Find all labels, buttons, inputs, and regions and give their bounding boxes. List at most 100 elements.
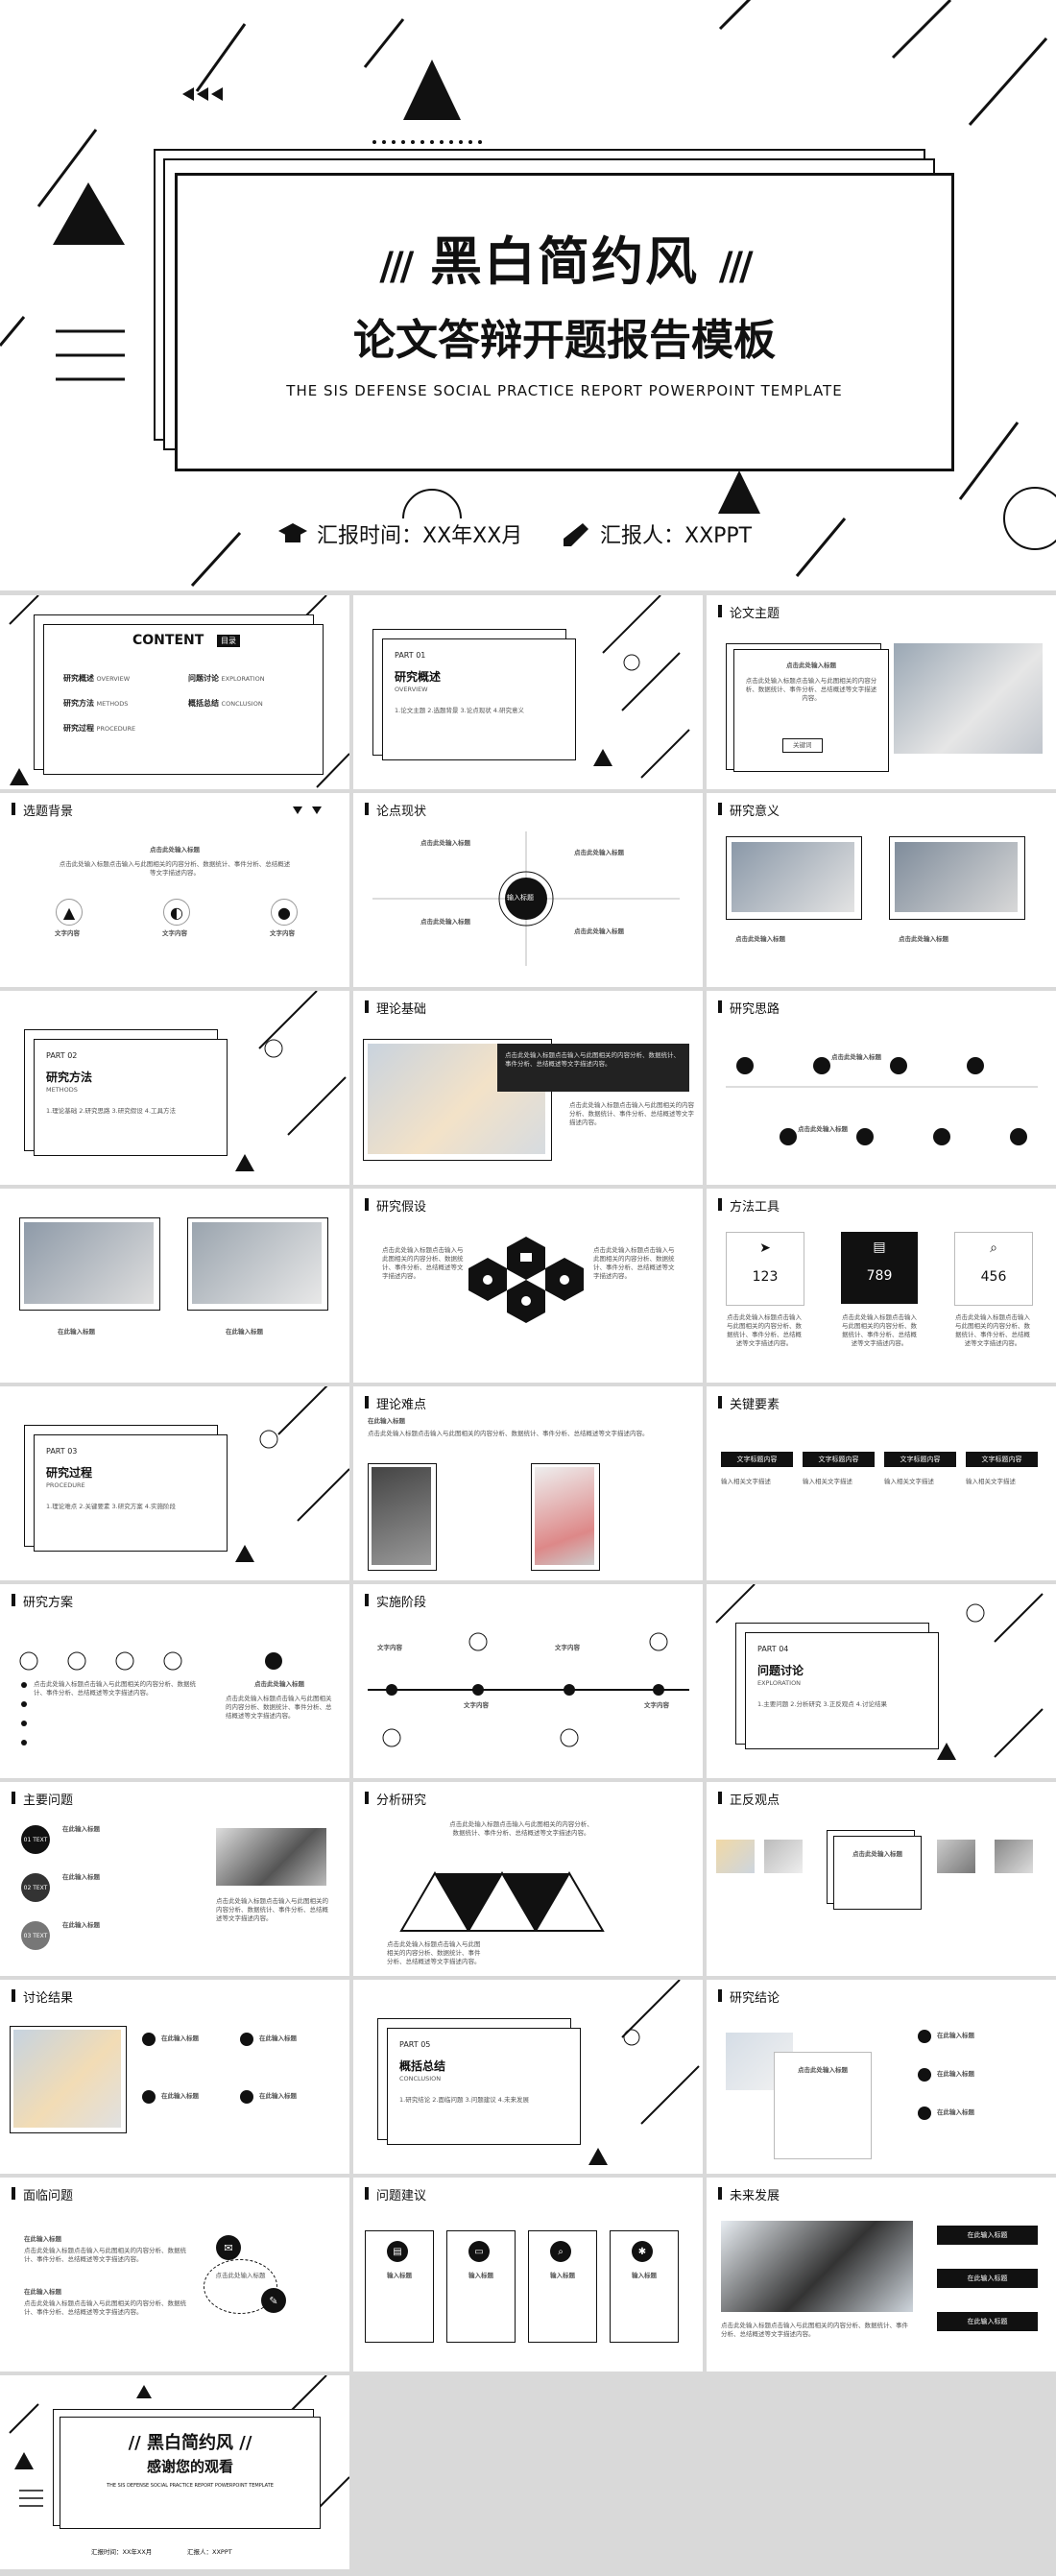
view-title: 点击此处输入标题: [574, 849, 624, 856]
bullet-icon: [240, 2090, 253, 2104]
end-time-label: 汇报时间：XX年XX月: [91, 2548, 153, 2556]
slide-pros-cons: 正反观点 点击此处输入标题: [707, 1782, 1056, 1976]
laptop-photo: [894, 643, 1043, 754]
element-item: 输入相关文字描述: [884, 1478, 934, 1485]
photo-frame: [368, 1463, 437, 1571]
part-english: CONCLUSION: [399, 2075, 442, 2082]
part05-decoration: [588, 1980, 700, 2165]
stage-label: 文字内容: [464, 1701, 489, 1709]
part-number: PART 04: [757, 1645, 789, 1653]
user-icon: ●: [271, 899, 298, 926]
part03-frame: PART 03 研究过程 PROCEDURE 1.理论难点 2.关键要素 3.研…: [34, 1434, 228, 1552]
suggestion-card[interactable]: ▭ 输入标题: [446, 2230, 516, 2343]
contents-item-4[interactable]: 概括总结 CONCLUSION: [188, 699, 263, 708]
contents-item-2[interactable]: 问题讨论 EXPLORATION: [188, 674, 265, 683]
tool-text: 点击此处输入标题点击输入与此图相关的内容分析、数据统计、事件分析、总结概述等文字…: [727, 1313, 802, 1347]
conclusion-title: 点击此处输入标题: [798, 2066, 848, 2074]
photo-frame: [531, 1463, 600, 1571]
element-header: 文字标题内容: [721, 1452, 793, 1467]
tool-card[interactable]: ⌕ 456: [954, 1232, 1033, 1306]
problem-badge: 03 TEXT: [21, 1921, 50, 1950]
end-english: THE SIS DEFENSE SOCIAL PRACTICE REPORT P…: [107, 2483, 274, 2489]
team-photo: [13, 2030, 121, 2128]
contents-item-1[interactable]: 研究概述 OVERVIEW: [63, 674, 131, 683]
pen-icon: [564, 523, 588, 546]
tool-value: 789: [866, 1268, 893, 1284]
topic-text: 点击此处输入标题点击输入与此图相关的内容分析、数据统计、事件分析、总结概述等文字…: [745, 677, 877, 702]
future-step: 在此输入标题: [937, 2226, 1038, 2245]
contents-title: CONTENT: [132, 633, 204, 648]
stage-label: 文字内容: [377, 1644, 402, 1651]
tool-card-active[interactable]: ▤ 789: [841, 1232, 918, 1304]
step-title: 点击此处输入标题: [831, 1053, 881, 1061]
suggestion-card[interactable]: ✱ 输入标题: [610, 2230, 679, 2343]
contents-item-3[interactable]: 研究方法 METHODS: [63, 699, 129, 708]
cover-time: 汇报时间：XX年XX月: [278, 518, 522, 549]
slide-current-views: 论点现状 输入标题 点击此处输入标题 点击此处输入标题 点击此处输入标题 点击此…: [353, 793, 703, 987]
slide-photo-pair: 在此输入标题 在此输入标题: [0, 1189, 349, 1383]
slide-heading: 论点现状: [364, 801, 426, 819]
photo-frame: [19, 1217, 160, 1311]
search-icon: ⌕: [990, 1240, 997, 1256]
bg-title: 点击此处输入标题: [150, 846, 200, 854]
result-title: 在此输入标题: [161, 2092, 199, 2100]
problem-badge: 02 TEXT: [21, 1873, 50, 1902]
future-step: 在此输入标题: [937, 2312, 1038, 2331]
future-step: 在此输入标题: [937, 2269, 1038, 2288]
bg-text: 点击此处输入标题点击输入与此图相关的内容分析、数据统计、事件分析、总结概述等文字…: [59, 860, 291, 877]
triangle-diagram: [399, 1871, 605, 1932]
slide-suggestions: 问题建议 ▤ 输入标题 ▭ 输入标题 ⌕ 输入标题 ✱ 输入标题: [353, 2178, 703, 2371]
header-triangles-icon: [293, 807, 322, 814]
slide-part-04: PART 04 问题讨论 EXPLORATION 1.主要问题 2.分析研究 3…: [707, 1584, 1056, 1778]
slide-heading: 研究假设: [364, 1196, 426, 1215]
cover-time-label: 汇报时间：XX年XX月: [317, 524, 523, 548]
slide-heading: 研究思路: [717, 999, 780, 1017]
end-thanks: 感谢您的观看: [146, 2458, 233, 2475]
views-diagram: [372, 831, 680, 966]
bullet-icon: [142, 2090, 156, 2104]
conclusion-item: 在此输入标题: [937, 2108, 974, 2116]
view-title: 点击此处输入标题: [420, 918, 470, 926]
tool-card[interactable]: ➤ 123: [726, 1232, 804, 1306]
suggestion-card[interactable]: ▤ 输入标题: [365, 2230, 434, 2343]
contents-badge: 目录: [217, 635, 240, 647]
tool-text: 点击此处输入标题点击输入与此图相关的内容分析、数据统计、事件分析、总结概述等文字…: [955, 1313, 1030, 1347]
part02-frame: PART 02 研究方法 METHODS 1.理论基础 2.研究思路 3.研究假…: [34, 1039, 228, 1156]
part-english: PROCEDURE: [46, 1481, 85, 1489]
bullet-icon: [918, 2068, 931, 2082]
plan-list: 点击此处输入标题点击输入与此图相关的内容分析、数据统计、事件分析、总结概述等文字…: [34, 1680, 196, 1697]
part-english: EXPLORATION: [757, 1679, 802, 1687]
end-reporter-label: 汇报人：XXPPT: [187, 2548, 232, 2556]
hypothesis-text: 点击此处输入标题点击输入与此图相关的内容分析、数据统计、事件分析、总结概述等文字…: [382, 1246, 464, 1280]
views-title: 点击此处输入标题: [852, 1850, 902, 1858]
people-photo: [764, 1840, 803, 1873]
office-photo: [721, 2221, 913, 2312]
slide-heading: 方法工具: [717, 1196, 780, 1215]
slide-main-problems: 主要问题 01 TEXT 02 TEXT 03 TEXT 在此输入标题 在此输入…: [0, 1782, 349, 1976]
suggestion-card[interactable]: ⌕ 输入标题: [528, 2230, 597, 2343]
keyword-button[interactable]: 关键词: [782, 738, 823, 753]
views-frame: 点击此处输入标题: [833, 1836, 922, 1910]
part-english: OVERVIEW: [395, 686, 428, 693]
suggestion-title: 输入标题: [550, 2272, 575, 2279]
document-icon: ▤: [873, 1240, 886, 1255]
element-item: 输入相关文字描述: [966, 1478, 1016, 1485]
hypothesis-text: 点击此处输入标题点击输入与此图相关的内容分析、数据统计、事件分析、总结概述等文字…: [593, 1246, 675, 1280]
conclusion-card: 点击此处输入标题: [774, 2052, 872, 2159]
challenge-bubble: 点击此处输入标题: [204, 2259, 277, 2314]
slide-heading: 未来发展: [717, 2185, 780, 2203]
slide-heading: 研究意义: [717, 801, 780, 819]
part-title: 研究方法: [46, 1071, 93, 1084]
center-label: 输入标题: [507, 894, 534, 902]
topic-frame: 点击此处输入标题 点击此处输入标题点击输入与此图相关的内容分析、数据统计、事件分…: [733, 649, 889, 772]
part-english: METHODS: [46, 1086, 78, 1094]
chart-icon: ▲: [56, 899, 83, 926]
document-icon: ▤: [387, 2241, 408, 2262]
slide-heading: 理论难点: [364, 1394, 426, 1412]
slide-heading: 实施阶段: [364, 1592, 426, 1610]
topic-title: 点击此处输入标题: [786, 662, 836, 669]
view-title: 点击此处输入标题: [420, 839, 470, 847]
laptop-photo: [895, 842, 1018, 912]
contents-item-5[interactable]: 研究过程 PROCEDURE: [63, 724, 136, 733]
element-header: 文字标题内容: [803, 1452, 875, 1467]
